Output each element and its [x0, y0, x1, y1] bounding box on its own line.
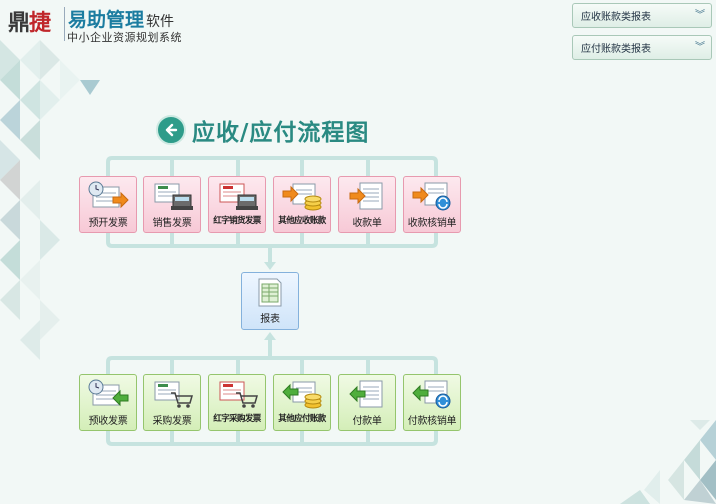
node-label: 预开发票	[88, 218, 128, 229]
node-advance-invoice[interactable]: 预开发票	[79, 176, 137, 233]
red-invoice-register-icon	[219, 183, 258, 210]
flow-title: 应收/应付流程图	[156, 113, 369, 147]
product-subtitle: 中小企业资源规划系统	[67, 31, 182, 44]
node-label: 付款核销单	[407, 416, 457, 427]
node-label: 销售发票	[152, 218, 192, 229]
node-receipt[interactable]: 收款单	[338, 176, 396, 233]
product-name: 易助管理软件	[68, 5, 174, 32]
node-label: 采购发票	[152, 416, 192, 427]
node-receipt-writeoff[interactable]: 收款核销单	[403, 176, 461, 233]
node-label: 红字采购发票	[213, 414, 261, 424]
node-sales-invoice[interactable]: 销售发票	[143, 176, 201, 233]
node-label: 其他应付账款	[278, 414, 326, 424]
node-label: 红字销货发票	[213, 216, 261, 226]
payable-reports-label: 应付账款类报表	[581, 44, 651, 55]
product-name-main: 易助管理	[68, 9, 145, 31]
product-name-suffix: 软件	[146, 14, 175, 30]
payment-writeoff-icon	[412, 380, 451, 409]
payment-arrow-icon	[349, 380, 383, 408]
double-chevron-down-icon: ︾	[695, 41, 705, 53]
node-payment-writeoff[interactable]: 付款核销单	[403, 374, 461, 431]
flow-title-text: 应收/应付流程图	[192, 120, 370, 146]
node-report[interactable]: 报表	[241, 272, 299, 330]
invoice-register-icon	[154, 183, 193, 210]
brand-text-1: 鼎	[8, 10, 30, 36]
node-other-receivable[interactable]: 其他应收账款	[273, 176, 331, 233]
node-label: 付款单	[352, 416, 382, 427]
node-payment[interactable]: 付款单	[338, 374, 396, 431]
node-label: 收款单	[352, 218, 382, 229]
double-chevron-down-icon: ︾	[695, 9, 705, 21]
payable-reports-panel[interactable]: 应付账款类报表 ︾	[572, 35, 712, 60]
node-advance-payable-invoice[interactable]: 预收发票	[79, 374, 137, 431]
node-label: 预收发票	[88, 416, 128, 427]
brand-logo: 鼎捷	[8, 5, 51, 37]
node-purchase-invoice[interactable]: 采购发票	[143, 374, 201, 431]
node-red-sales-invoice[interactable]: 红字销货发票	[208, 176, 266, 233]
node-other-payable[interactable]: 其他应付账款	[273, 374, 331, 431]
invoice-clock-arrow-icon	[88, 181, 129, 209]
invoice-clock-arrow-icon	[88, 379, 129, 407]
node-label: 其他应收账款	[278, 216, 326, 226]
logo-divider	[64, 7, 65, 41]
brand-text-2: 捷	[29, 10, 51, 36]
other-receivable-coins-icon	[282, 183, 322, 211]
receipt-arrow-icon	[349, 182, 383, 210]
receipt-writeoff-icon	[412, 182, 451, 211]
receivable-reports-label: 应收账款类报表	[581, 12, 651, 23]
other-payable-coins-icon	[282, 381, 322, 409]
invoice-cart-icon	[154, 381, 193, 408]
node-red-purchase-invoice[interactable]: 红字采购发票	[208, 374, 266, 431]
report-sheet-icon	[258, 278, 282, 307]
node-label: 收款核销单	[407, 218, 457, 229]
red-invoice-cart-icon	[219, 381, 258, 408]
node-label: 报表	[260, 314, 280, 325]
receivable-reports-panel[interactable]: 应收账款类报表 ︾	[572, 3, 712, 28]
back-arrow-circle-icon[interactable]	[156, 115, 186, 145]
